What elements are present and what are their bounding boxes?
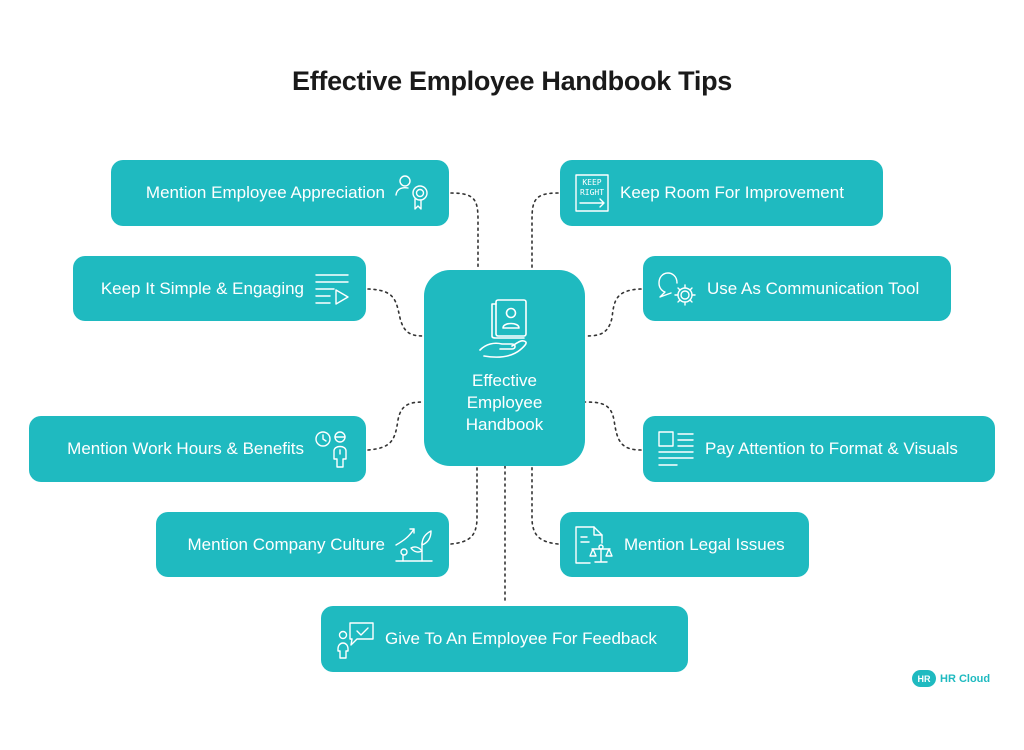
center-line-1: Effective [472,371,537,390]
employee-award-icon [395,175,428,210]
center-line-3: Handbook [465,415,544,434]
tip-give-feedback: Give To An Employee For Feedback [321,606,688,672]
document-layout-icon [658,431,694,466]
clock-person-icon [315,431,347,468]
svg-text:RIGHT: RIGHT [580,188,604,197]
tip-label: Use As Communication Tool [707,278,920,298]
page-title: Effective Employee Handbook Tips [291,66,732,96]
tip-company-culture: Mention Company Culture [156,512,449,577]
center-line-2: Employee [466,393,543,412]
tip-label: Keep Room For Improvement [620,183,844,202]
tip-label: Mention Work Hours & Benefits [67,439,304,458]
keep-right-sign-icon: KEEP RIGHT [575,174,609,212]
document-scales-icon [575,525,613,564]
cloud-badge-icon: HR [912,670,936,687]
tip-label: Give To An Employee For Feedback [385,629,657,648]
tip-label: Pay Attention to Format & Visuals [705,439,958,458]
tip-label: Mention Company Culture [187,534,385,554]
tip-employee-appreciation: Mention Employee Appreciation [111,160,449,226]
tip-label: Mention Employee Appreciation [145,183,385,202]
hr-cloud-logo: HR HR Cloud [912,670,990,687]
text-play-icon [315,273,349,305]
tip-keep-simple: Keep It Simple & Engaging [73,256,366,321]
chat-gear-icon [658,271,696,306]
center-hub: Effective Employee Handbook [424,270,585,466]
handbook-in-hand-icon [479,299,527,358]
growth-plant-icon [395,527,433,562]
tip-legal-issues: Mention Legal Issues [560,512,809,577]
person-chat-check-icon [337,622,374,659]
tip-format-visuals: Pay Attention to Format & Visuals [643,416,995,482]
brand-name: HR Cloud [940,672,991,685]
svg-text:KEEP: KEEP [582,178,601,187]
tip-label: Mention Legal Issues [624,534,785,554]
tip-label: Keep It Simple & Engaging [100,278,304,298]
tip-work-hours-benefits: Mention Work Hours & Benefits [29,416,366,482]
tip-keep-room-improvement: KEEP RIGHT Keep Room For Improvement [560,160,883,226]
tip-communication-tool: Use As Communication Tool [643,256,951,321]
